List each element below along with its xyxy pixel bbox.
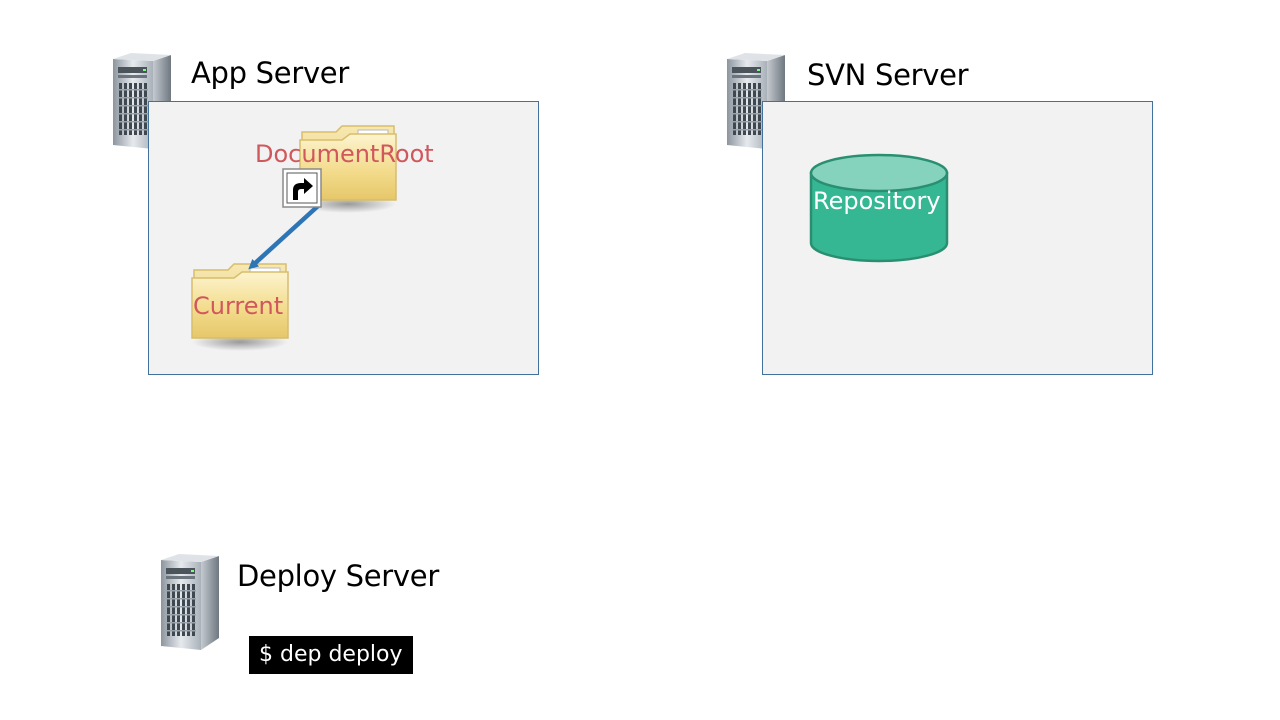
repository-database-icon (809, 153, 949, 263)
svn-server-title: SVN Server (807, 58, 969, 92)
current-label: Current (193, 292, 284, 320)
shortcut-arrow-icon (282, 168, 322, 208)
app-server-title: App Server (191, 56, 349, 90)
document-root-label: DocumentRoot (255, 140, 434, 168)
deploy-command: $ dep deploy (249, 636, 413, 674)
deploy-server-title: Deploy Server (237, 559, 439, 593)
repository-label: Repository (813, 187, 941, 215)
server-tower-icon (161, 554, 219, 650)
